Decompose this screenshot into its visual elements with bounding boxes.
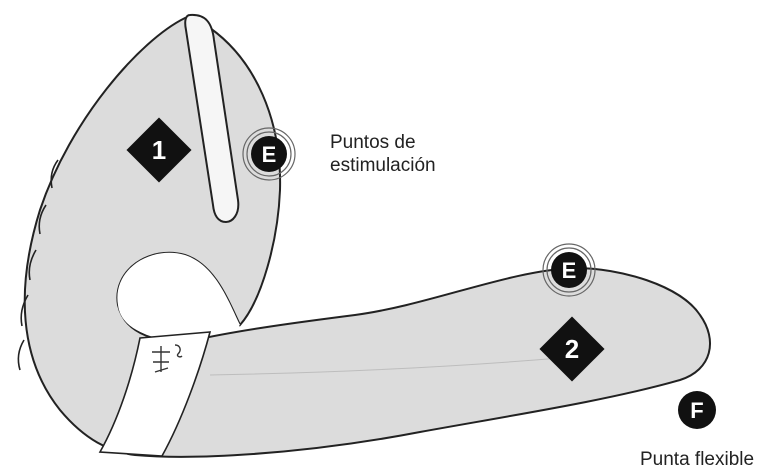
base-band xyxy=(98,331,212,457)
zone-2-marker: 2 xyxy=(539,316,605,382)
flexible-tip-marker: F xyxy=(678,391,716,429)
device-hole xyxy=(117,252,240,340)
brand-glyph xyxy=(152,344,183,373)
zone-1-number: 1 xyxy=(152,135,166,165)
arm-slot xyxy=(184,13,240,224)
flexible-tip-label: Punta flexible xyxy=(640,449,755,470)
stimulation-points-label: Puntos de estimulación xyxy=(330,131,480,177)
zone-2-number: 2 xyxy=(565,334,579,364)
zone-1-marker: 1 xyxy=(126,117,192,183)
stimulation-label-line1: Puntos de xyxy=(330,132,416,153)
side-buttons xyxy=(17,159,59,371)
stimulation-point-upper: E xyxy=(242,127,296,181)
stimulation-letter-upper: E xyxy=(262,142,277,167)
flexible-tip-letter: F xyxy=(690,398,703,423)
stimulation-point-lower: E xyxy=(542,243,596,297)
stimulation-letter-lower: E xyxy=(562,258,577,283)
stimulation-label-line2: estimulación xyxy=(330,155,436,176)
shaft-seam xyxy=(209,357,561,376)
